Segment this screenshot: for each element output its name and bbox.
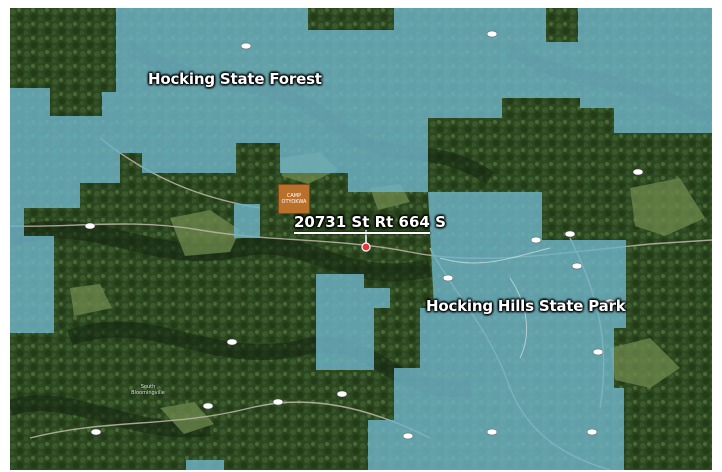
map-frame[interactable]: CAMP OTYOKWA South Bloomingville Hocking…	[10, 8, 712, 470]
satellite-map[interactable]	[10, 8, 712, 470]
town-label-line2: Bloomingville	[131, 390, 165, 396]
public-land-overlay	[10, 8, 712, 470]
address-label: 20731 St Rt 664 S	[294, 213, 446, 231]
camp-label-line2: OTYOKWA	[281, 199, 307, 205]
route-shields	[84, 30, 644, 440]
camp-label-box: CAMP OTYOKWA	[278, 184, 310, 214]
hocking-state-forest-label: Hocking State Forest	[148, 70, 322, 88]
town-label-line1: South	[140, 384, 156, 390]
hocking-hills-state-park-label: Hocking Hills State Park	[426, 297, 626, 315]
fields	[70, 152, 705, 434]
address-underline	[294, 232, 430, 234]
town-label: South Bloomingville	[118, 384, 178, 396]
camp-label-line1: CAMP	[286, 193, 302, 199]
park-roads	[439, 247, 551, 359]
